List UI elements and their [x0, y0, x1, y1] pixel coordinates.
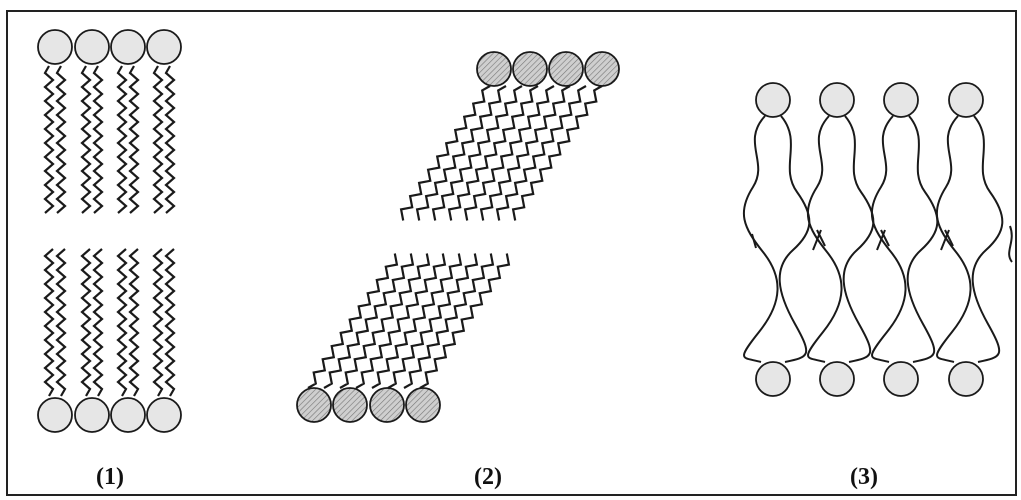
interdigitated-chain-2a — [808, 116, 842, 362]
interdigitated-chain-1b — [780, 116, 810, 362]
tilted-tail-top-6 — [481, 86, 570, 221]
panel-1-label: (1) — [80, 464, 140, 491]
interdigitated-head-top-1 — [756, 83, 790, 117]
tilted-tail-top-7 — [497, 86, 586, 221]
lipid-tail-bottom-4a — [154, 249, 162, 396]
lipid-tail-top-2b — [94, 66, 102, 213]
lipid-head-top-2 — [75, 30, 109, 64]
tilted-tail-top-1 — [401, 86, 490, 221]
lipid-head-bottom-3 — [111, 398, 145, 432]
lipid-tail-bottom-3a — [118, 249, 126, 396]
lipid-tail-top-1a — [45, 66, 53, 213]
interdigitated-chain-2b — [844, 116, 874, 362]
lipid-tail-top-2a — [82, 66, 90, 213]
tilted-tail-bottom-3 — [340, 254, 429, 389]
figure-frame: (1) (2) (3) — [6, 10, 1017, 496]
tilted-head-bottom-3 — [370, 388, 404, 422]
interdigitated-head-top-2 — [820, 83, 854, 117]
lipid-tail-top-4a — [154, 66, 162, 213]
tilted-head-top-1 — [477, 52, 511, 86]
lipid-head-top-1 — [38, 30, 72, 64]
chain-end-right — [1009, 226, 1012, 262]
panel-2-label: (2) — [458, 464, 518, 491]
panel-3-label: (3) — [834, 464, 894, 491]
lipid-head-bottom-4 — [147, 398, 181, 432]
interdigitated-chain-3a — [872, 116, 906, 362]
tilted-tail-bottom-2 — [324, 254, 413, 389]
tilted-head-bottom-4 — [406, 388, 440, 422]
lipid-tail-top-1b — [57, 66, 65, 213]
interdigitated-head-bottom-2 — [820, 362, 854, 396]
tilted-tail-bottom-7 — [404, 254, 493, 389]
interdigitated-chain-3b — [908, 116, 938, 362]
interdigitated-head-bottom-4 — [949, 362, 983, 396]
lipid-tail-bottom-2b — [94, 249, 102, 396]
interdigitated-chain-4a — [937, 116, 971, 362]
tilted-head-top-2 — [513, 52, 547, 86]
panel-2-tilted-bilayer — [297, 52, 619, 422]
tilted-tail-bottom-1 — [308, 254, 397, 389]
tilted-tail-top-8 — [513, 86, 602, 221]
tilted-tail-top-4 — [449, 86, 538, 221]
tilted-tail-bottom-6 — [388, 254, 477, 389]
lipid-head-top-3 — [111, 30, 145, 64]
interdigitated-chain-4b — [973, 116, 1003, 362]
tilted-tail-bottom-4 — [356, 254, 445, 389]
interdigitated-head-top-3 — [884, 83, 918, 117]
membrane-diagram — [8, 12, 1019, 498]
lipid-tail-top-4b — [166, 66, 174, 213]
interdigitated-head-top-4 — [949, 83, 983, 117]
interdigitated-head-bottom-3 — [884, 362, 918, 396]
lipid-tail-bottom-3b — [130, 249, 138, 396]
tilted-tail-bottom-8 — [420, 254, 509, 389]
lipid-tail-top-3b — [130, 66, 138, 213]
tilted-head-top-4 — [585, 52, 619, 86]
tilted-head-top-3 — [549, 52, 583, 86]
lipid-head-top-4 — [147, 30, 181, 64]
interdigitated-head-bottom-1 — [756, 362, 790, 396]
tilted-tail-bottom-5 — [372, 254, 461, 389]
lipid-tail-top-3a — [118, 66, 126, 213]
panel-3-interdigitated-bilayer — [744, 83, 1012, 396]
tilted-tail-top-2 — [417, 86, 506, 221]
lipid-head-bottom-2 — [75, 398, 109, 432]
lipid-tail-bottom-1a — [45, 249, 53, 396]
panel-1-bilayer — [38, 30, 181, 432]
lipid-tail-bottom-4b — [166, 249, 174, 396]
lipid-tail-bottom-1b — [57, 249, 65, 396]
tilted-head-bottom-2 — [333, 388, 367, 422]
interdigitated-chain-1a — [744, 116, 778, 362]
tilted-tail-top-5 — [465, 86, 554, 221]
lipid-head-bottom-1 — [38, 398, 72, 432]
tilted-tail-top-3 — [433, 86, 522, 221]
tilted-head-bottom-1 — [297, 388, 331, 422]
lipid-tail-bottom-2a — [82, 249, 90, 396]
